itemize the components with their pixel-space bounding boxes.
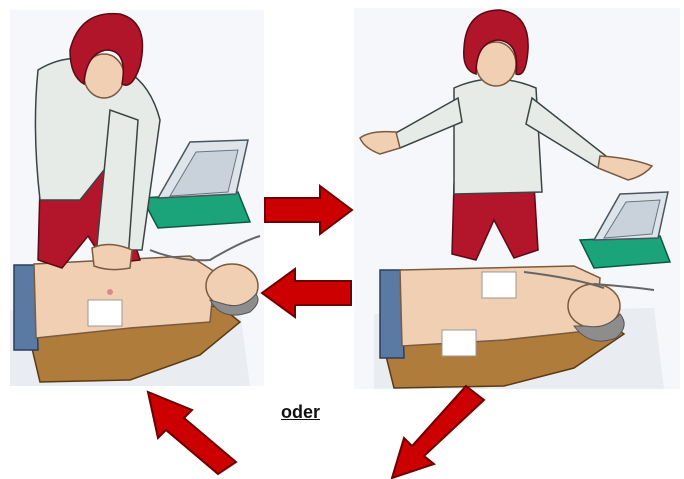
oder-label: oder xyxy=(281,402,320,423)
arrow-left-icon xyxy=(262,269,351,317)
arrow-right-icon xyxy=(265,186,352,234)
arrow-up-left-icon xyxy=(148,392,236,474)
arrow-down-left-icon xyxy=(392,386,484,478)
